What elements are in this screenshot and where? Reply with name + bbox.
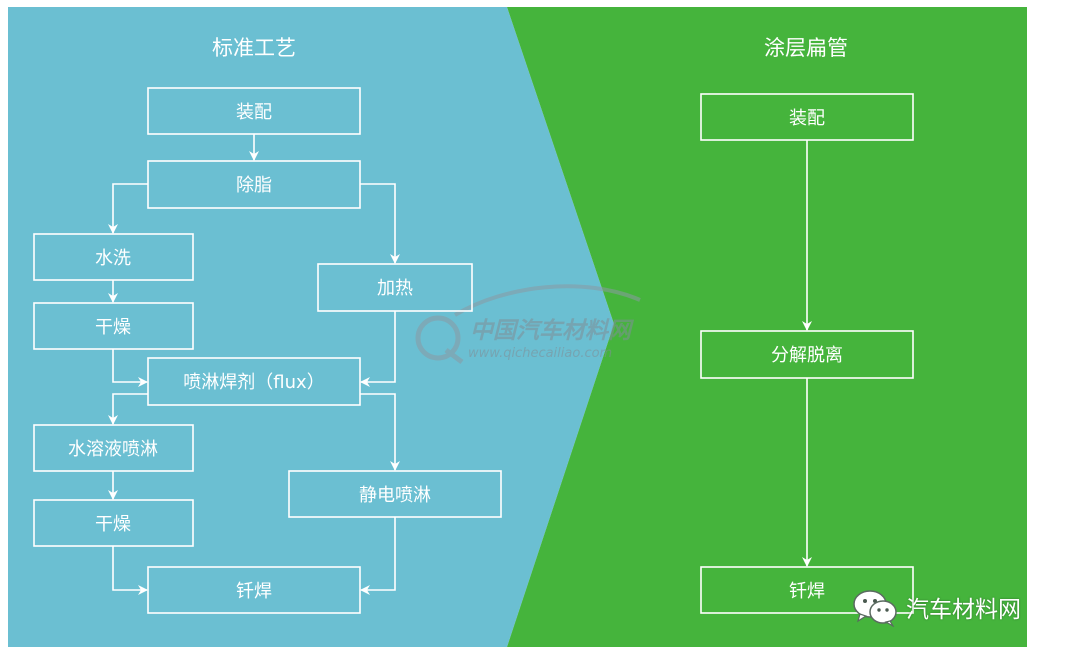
watermark-logo-icon <box>415 315 464 364</box>
standard-process-panel <box>8 7 614 647</box>
footer-brand-label: 汽车材料网 <box>906 597 1021 623</box>
edge-flux-spray-to-electrostatic-spray <box>360 393 400 471</box>
footer-brand: 汽车材料网 <box>852 585 1021 629</box>
node-degrease-label: 除脂 <box>236 175 272 196</box>
coated-tube-panel <box>507 7 1027 647</box>
edge-dry-1-to-flux-spray <box>112 349 148 387</box>
node-dry-2-label: 干燥 <box>95 514 131 535</box>
node-heating-label: 加热 <box>377 278 413 299</box>
node-electrostatic-spray-label: 静电喷淋 <box>359 485 431 506</box>
wechat-icon <box>853 590 897 627</box>
node-brazing-label: 钎焊 <box>236 581 272 602</box>
watermark-url: www.qichecailiao.com <box>468 346 612 361</box>
edge-degrease-to-water-wash <box>108 183 148 234</box>
node-aqueous-spray-label: 水溶液喷淋 <box>68 439 158 460</box>
node-coated-brazing-label: 钎焊 <box>789 581 825 602</box>
edge-electrostatic-spray-to-brazing <box>360 517 396 595</box>
standard-process-title: 标准工艺 <box>212 36 296 60</box>
edge-degrease-to-heating <box>360 183 400 264</box>
node-decompose-label: 分解脱离 <box>771 345 843 366</box>
edge-heating-to-flux-spray <box>360 311 396 387</box>
coated-tube-title: 涂层扁管 <box>764 36 848 60</box>
node-assembly-label: 装配 <box>236 102 272 123</box>
edge-flux-spray-to-aqueous-spray <box>108 393 148 425</box>
node-flux-spray-label: 喷淋焊剂（flux） <box>183 372 324 393</box>
node-coated-assembly-label: 装配 <box>789 108 825 129</box>
node-coated-brazing: 钎焊 <box>700 566 914 614</box>
edge-dry-2-to-brazing <box>112 546 148 595</box>
node-water-wash-label: 水洗 <box>95 248 131 269</box>
watermark-name: 中国汽车材料网 <box>470 318 635 344</box>
node-dry-1-label: 干燥 <box>95 317 131 338</box>
watermark-car-outline <box>453 284 641 317</box>
watermark: 中国汽车材料网 www.qichecailiao.com <box>415 284 641 364</box>
